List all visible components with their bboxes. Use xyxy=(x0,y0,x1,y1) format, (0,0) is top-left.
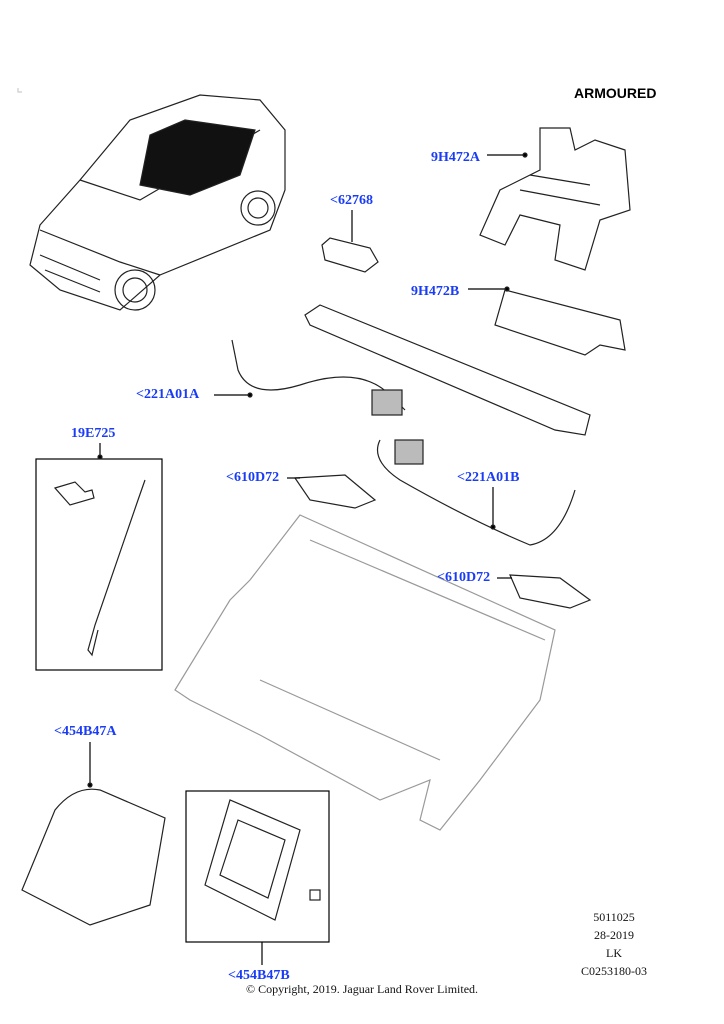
label-19E725[interactable]: 19E725 xyxy=(71,426,116,441)
part-221A01A-cable xyxy=(231,339,406,411)
box-454B47B xyxy=(185,790,330,943)
label-610D72-right[interactable]: <610D72 xyxy=(437,570,491,585)
part-221A01B-cable xyxy=(376,439,576,546)
label-221A01B[interactable]: <221A01B xyxy=(457,470,520,485)
parcel-shelf xyxy=(304,304,591,436)
meta-line-3: LK xyxy=(606,946,622,960)
part-9H472A xyxy=(479,127,631,271)
label-9H472B[interactable]: 9H472B xyxy=(411,284,460,299)
part-610D72-right xyxy=(509,574,592,609)
label-454B47B[interactable]: <454B47B xyxy=(228,968,290,983)
label-221A01A[interactable]: <221A01A xyxy=(136,387,200,402)
meta-line-1: 5011025 xyxy=(593,910,635,924)
variant-title: ARMOURED xyxy=(574,85,657,101)
part-19E725-rod xyxy=(87,479,146,657)
label-454B47A[interactable]: <454B47A xyxy=(54,724,117,739)
meta-line-4: C0253180-03 xyxy=(581,964,647,978)
diagram-meta: 5011025 28-2019 LK C0253180-03 xyxy=(578,908,650,980)
copyright: © Copyright, 2019. Jaguar Land Rover Lim… xyxy=(245,982,479,996)
vehicle-illustration xyxy=(29,94,286,311)
part-610D72-left xyxy=(293,474,377,509)
load-floor xyxy=(174,514,556,831)
part-9H472B xyxy=(494,289,626,356)
part-62768 xyxy=(321,237,379,273)
part-454B47A xyxy=(21,788,166,926)
label-62768[interactable]: <62768 xyxy=(330,193,373,208)
label-610D72-left[interactable]: <610D72 xyxy=(226,470,280,485)
part-19E725-bolt xyxy=(53,481,95,506)
box-19E725 xyxy=(35,458,163,671)
label-9H472A[interactable]: 9H472A xyxy=(431,150,480,165)
meta-line-2: 28-2019 xyxy=(594,928,634,942)
